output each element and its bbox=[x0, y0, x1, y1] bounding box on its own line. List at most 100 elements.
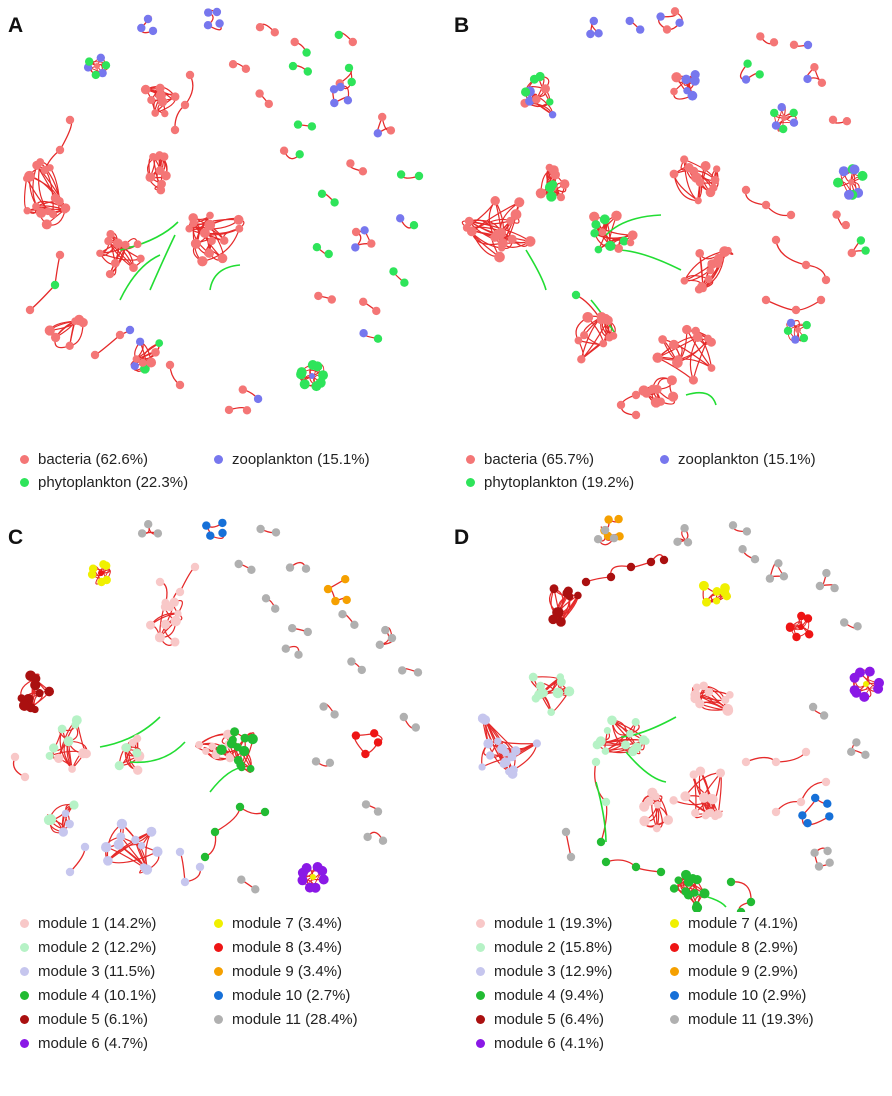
network-node bbox=[351, 731, 361, 740]
network-node bbox=[311, 757, 321, 766]
network-node bbox=[662, 25, 672, 34]
legend-item: phytoplankton (22.3%) bbox=[20, 474, 188, 491]
network-node bbox=[666, 375, 677, 386]
network-node bbox=[704, 809, 713, 818]
network-node bbox=[497, 743, 508, 755]
network-node bbox=[136, 254, 145, 263]
network-node bbox=[603, 726, 612, 735]
network-node bbox=[626, 238, 635, 247]
legend-item: module 1 (14.2%) bbox=[20, 915, 156, 932]
network-node bbox=[44, 686, 55, 697]
legend-item: module 7 (3.4%) bbox=[214, 915, 342, 932]
legend-item: bacteria (65.7%) bbox=[466, 451, 594, 468]
network-node bbox=[113, 839, 124, 850]
network-node bbox=[31, 674, 41, 684]
network-node bbox=[317, 189, 327, 198]
network-node bbox=[536, 681, 545, 691]
network-graph bbox=[22, 7, 424, 415]
network-node bbox=[490, 196, 500, 206]
network-node bbox=[251, 885, 260, 894]
network-node bbox=[50, 280, 60, 290]
network-node bbox=[600, 525, 610, 535]
legend-dot bbox=[670, 919, 679, 928]
network-node bbox=[314, 291, 323, 301]
network-node bbox=[361, 749, 370, 759]
network-node bbox=[604, 515, 613, 524]
network-node bbox=[863, 681, 869, 687]
network-node bbox=[580, 331, 589, 340]
network-node bbox=[224, 405, 234, 415]
legend-dot bbox=[214, 455, 223, 464]
network-node bbox=[552, 607, 563, 618]
network-node bbox=[500, 757, 511, 768]
legend-label: module 10 (2.7%) bbox=[232, 987, 351, 1004]
legend-label: module 3 (12.9%) bbox=[494, 963, 613, 980]
network-edge bbox=[685, 391, 717, 406]
network-node bbox=[653, 801, 662, 809]
network-node bbox=[601, 857, 611, 867]
network-node bbox=[373, 129, 382, 138]
network-node bbox=[204, 219, 216, 231]
network-node bbox=[351, 227, 361, 237]
network-node bbox=[295, 150, 304, 159]
legend-item: zooplankton (15.1%) bbox=[660, 451, 816, 468]
network-node bbox=[112, 238, 123, 249]
network-node bbox=[370, 729, 379, 738]
legend-item: module 10 (2.9%) bbox=[670, 987, 806, 1004]
network-node bbox=[821, 275, 831, 285]
network-node bbox=[669, 796, 678, 805]
network-node bbox=[720, 588, 730, 598]
network-node bbox=[743, 59, 752, 68]
legend-dot bbox=[476, 1015, 485, 1024]
network-node bbox=[190, 238, 201, 249]
network-node bbox=[378, 836, 388, 845]
network-node bbox=[98, 570, 104, 576]
network-node bbox=[317, 865, 328, 876]
network-node bbox=[290, 37, 299, 47]
network-node bbox=[61, 205, 69, 214]
network-node bbox=[301, 863, 312, 873]
network-node bbox=[549, 584, 559, 594]
network-node bbox=[825, 858, 834, 867]
network-node bbox=[138, 358, 147, 367]
network-node bbox=[55, 145, 65, 155]
network-node bbox=[225, 754, 235, 763]
network-node bbox=[185, 224, 194, 233]
network-node bbox=[199, 227, 210, 239]
network-node bbox=[25, 305, 35, 315]
network-node bbox=[755, 70, 764, 79]
legend-item: module 2 (15.8%) bbox=[476, 939, 612, 956]
network-node bbox=[544, 181, 556, 193]
network-node bbox=[81, 749, 91, 759]
network-node bbox=[648, 384, 658, 394]
network-node bbox=[255, 23, 265, 32]
network-node bbox=[840, 618, 849, 627]
network-node bbox=[233, 743, 242, 752]
network-node bbox=[238, 385, 247, 394]
network-node bbox=[690, 889, 699, 897]
network-node bbox=[160, 602, 170, 612]
network-node bbox=[235, 802, 245, 812]
legend-label: phytoplankton (19.2%) bbox=[484, 474, 635, 491]
network-node bbox=[359, 329, 368, 338]
network-node bbox=[791, 335, 800, 344]
network-node bbox=[695, 766, 706, 776]
network-node bbox=[631, 718, 640, 727]
network-node bbox=[35, 688, 44, 698]
network-node bbox=[50, 193, 60, 203]
network-node bbox=[799, 333, 809, 343]
network-node bbox=[702, 597, 711, 607]
legend-dot bbox=[476, 1039, 485, 1048]
network-node bbox=[175, 587, 185, 597]
panel-c: C module 1 (14.2%) module 2 (12.2%) modu… bbox=[0, 512, 446, 1060]
network-node bbox=[659, 555, 669, 565]
network-node bbox=[125, 325, 135, 335]
network-node bbox=[170, 637, 180, 647]
network-node bbox=[656, 12, 665, 21]
network-node bbox=[728, 521, 738, 530]
network-node bbox=[699, 888, 710, 899]
network-node bbox=[398, 666, 407, 675]
network-node bbox=[188, 213, 198, 223]
legend-label: module 5 (6.1%) bbox=[38, 1011, 149, 1028]
network-node bbox=[131, 835, 140, 845]
